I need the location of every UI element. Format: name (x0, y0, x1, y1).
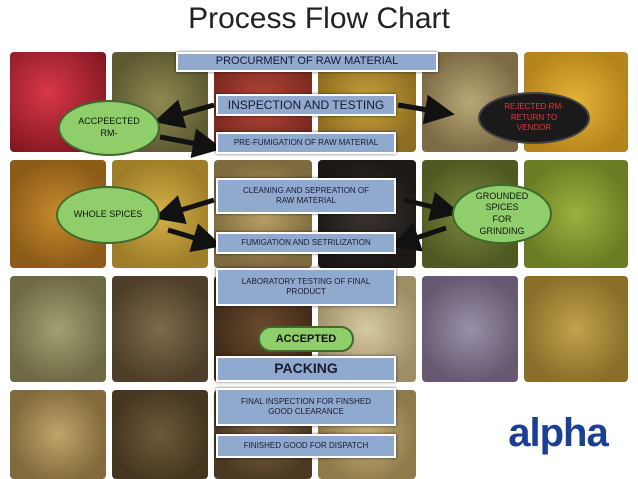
grounded-spices-oval: GROUNDED SPICES FOR GRINDING (452, 184, 552, 244)
spice-tile (524, 276, 628, 382)
dispatch-box: FINISHED GOOD FOR DISPATCH (216, 434, 396, 458)
spice-tile (422, 276, 518, 382)
whole-spices-oval: WHOLE SPICES (56, 186, 160, 244)
final-inspection-box: FINAL INSPECTION FOR FINSHED GOOD CLEARA… (216, 388, 396, 426)
alpha-logo: alpha (502, 410, 614, 456)
accepted-rm-oval: ACCPEECTED RM- (58, 100, 160, 156)
spice-tile (112, 276, 208, 382)
spice-tile (10, 390, 106, 479)
accepted-pill: ACCEPTED (258, 326, 354, 352)
packing-box: PACKING (216, 356, 396, 382)
spice-tile (10, 276, 106, 382)
procurement-box: PROCURMENT OF RAW MATERIAL (176, 52, 438, 72)
page-title: Process Flow Chart (188, 2, 450, 35)
cleaning-box: CLEANING AND SEPREATION OF RAW MATERIAL (216, 178, 396, 214)
rejected-rm-oval: REJECTED RM-RETURN TO VENDOR (478, 92, 590, 144)
lab-testing-box: LABORATORY TESTING OF FINAL PRODUCT (216, 268, 396, 306)
inspection-box: INSPECTION AND TESTING (216, 94, 396, 116)
prefumigation-box: PRE-FUMIGATION OF RAW MATERIAL (216, 132, 396, 154)
spice-tile (112, 390, 208, 479)
fumigation-box: FUMIGATION AND SETRILIZATION (216, 232, 396, 254)
